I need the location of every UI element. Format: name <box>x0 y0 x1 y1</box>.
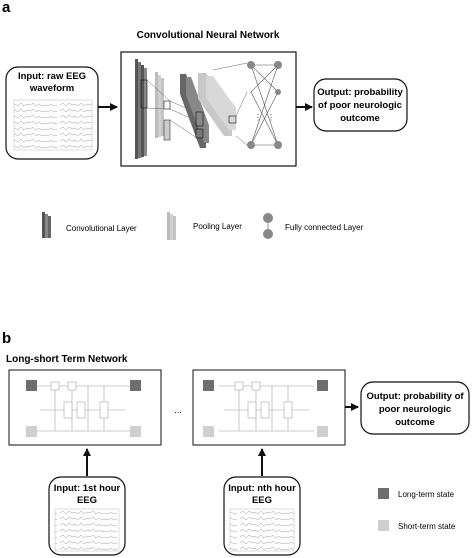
legend-fc-label: Fully connected Layer <box>285 223 364 232</box>
input-first-line2: EEG <box>77 495 97 506</box>
lstm-cell-1 <box>8 369 162 446</box>
input-nth-line2: EEG <box>252 495 272 506</box>
lstm-legend: Long-term state Short-term state <box>378 488 456 531</box>
cnn-legend: Convolutional Layer Pooling Layer Fully … <box>42 212 364 240</box>
conv-layer-stack-1 <box>135 59 148 159</box>
legend-long-swatch <box>378 488 389 499</box>
legend-pool-swatch <box>167 212 176 240</box>
eeg-thumbnail-first <box>54 508 120 552</box>
fully-connected-layer: ⋮ ⋮ <box>247 61 282 149</box>
lstm-input-nth-box: Input: nth hour EEG <box>223 476 301 556</box>
pool-layer-stack-2 <box>198 73 237 136</box>
long-term-state-out <box>130 380 141 391</box>
lstm-cell-n <box>192 369 346 446</box>
cnn-input-box: Input: raw EEG waveform <box>5 66 99 160</box>
long-term-state-in-n <box>203 380 214 391</box>
cnn-output-line2: of poor neurologic <box>318 100 402 111</box>
lstm-ellipsis: ... <box>174 405 182 415</box>
legend-conv-swatch <box>42 212 51 238</box>
lstm-title: Long-short Term Network <box>6 354 128 365</box>
input-nth-line1: Input: nth hour <box>228 483 296 494</box>
cnn-output-line3: outcome <box>340 113 380 124</box>
conv-layer-stack-2 <box>180 74 209 148</box>
short-term-state-out <box>130 426 141 437</box>
lstm-output-line3: outcome <box>395 417 435 428</box>
panel-b-letter: b <box>2 330 11 347</box>
short-term-state-in <box>26 426 37 437</box>
lstm-output-box: Output: probability of poor neurologic o… <box>360 381 470 435</box>
cnn-input-line2: waveform <box>29 83 74 94</box>
eeg-waveform-thumbnail <box>13 99 93 151</box>
legend-pool-label: Pooling Layer <box>193 222 242 231</box>
long-term-state-in <box>26 380 37 391</box>
legend-short-label: Short-term state <box>398 522 456 531</box>
short-term-state-in-n <box>203 426 214 437</box>
cnn-to-fc-lines <box>212 62 248 146</box>
legend-conv-label: Convolutional Layer <box>66 224 137 233</box>
short-term-state-out-n <box>317 426 328 437</box>
cnn-title: Convolutional Neural Network <box>137 30 280 41</box>
input-first-line1: Input: 1st hour <box>54 483 121 494</box>
legend-fc-swatch <box>263 213 273 239</box>
lstm-output-line2: poor neurologic <box>379 404 451 415</box>
long-term-state-out-n <box>317 380 328 391</box>
lstm-output-line1: Output: probability of <box>366 391 464 402</box>
eeg-thumbnail-nth <box>229 508 295 552</box>
fc-dots-left: ⋮ <box>254 113 262 122</box>
fc-dots-right: ⋮ <box>267 113 275 122</box>
legend-short-swatch <box>378 520 389 531</box>
cnn-output-box: Output: probability of poor neurologic o… <box>313 78 408 132</box>
cnn-input-line1: Input: raw EEG <box>18 71 86 82</box>
legend-long-label: Long-term state <box>398 490 455 499</box>
lstm-input-first-box: Input: 1st hour EEG <box>48 476 126 556</box>
cnn-output-line1: Output: probability <box>317 87 403 98</box>
panel-a-letter: a <box>2 0 11 16</box>
